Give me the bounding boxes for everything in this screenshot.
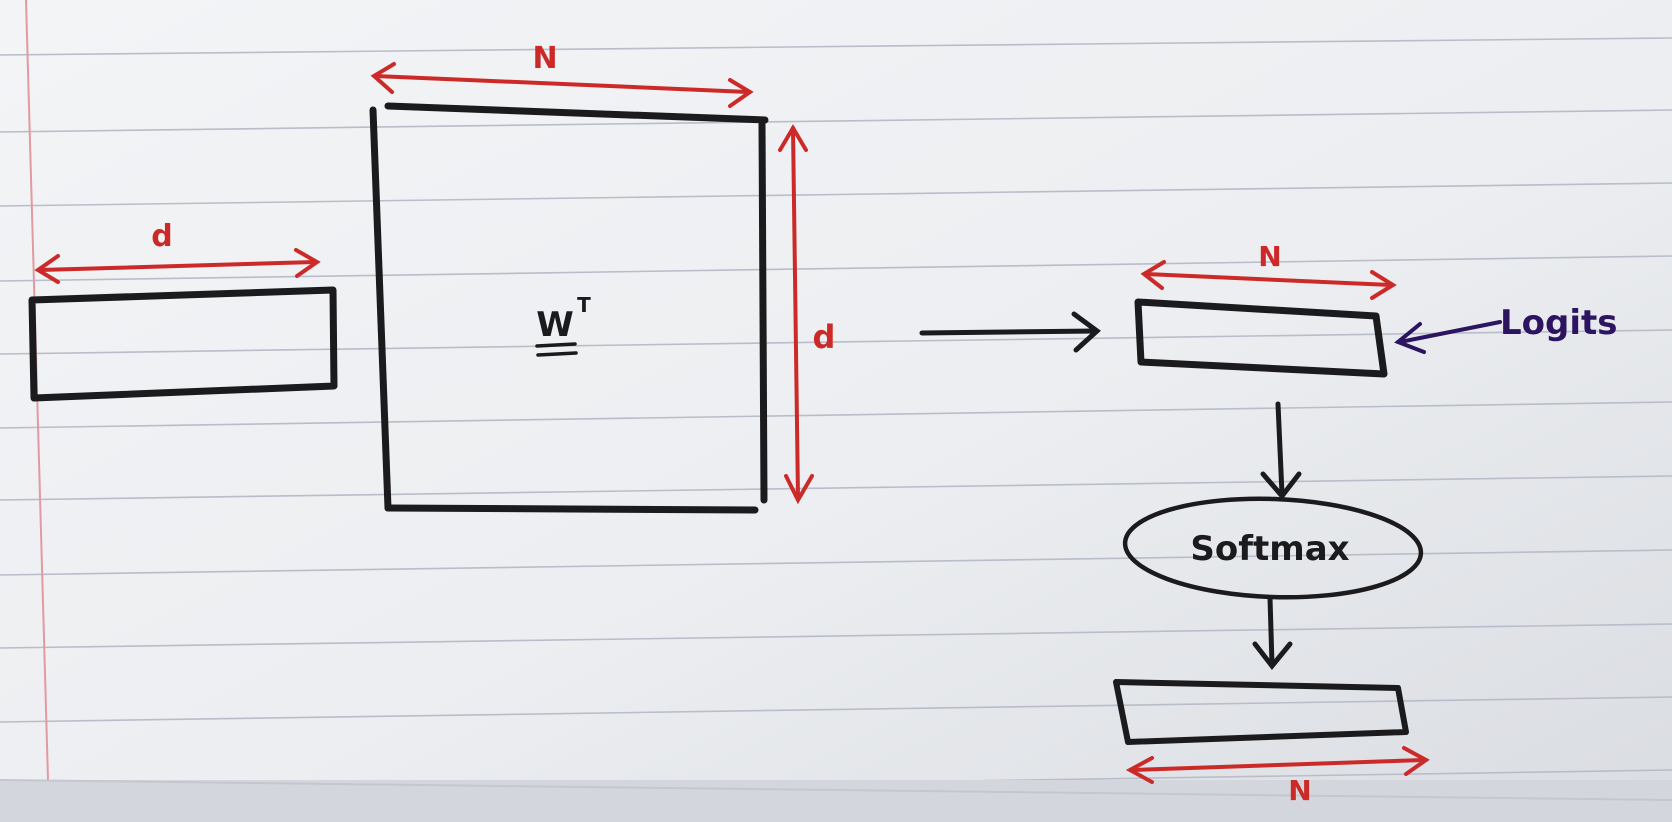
matrix-symbol-underline <box>535 342 578 357</box>
output-vector-width-arrow <box>1125 746 1430 784</box>
output-vector-box <box>1113 679 1409 745</box>
logits-pointer-arrow <box>1394 320 1502 354</box>
weight-matrix-box <box>369 102 769 514</box>
input-vector-box <box>28 286 338 402</box>
weight-matrix-width-arrow <box>370 62 754 108</box>
output-vector-dim-label: N <box>1288 774 1311 807</box>
input-vector-dim-label: d <box>151 219 172 254</box>
logits-vector: N <box>1134 240 1397 378</box>
to-logits-arrow <box>919 311 1101 353</box>
weight-matrix-width-label: N <box>532 41 557 76</box>
weight-matrix: N d W T <box>369 41 836 514</box>
to-softmax-arrow <box>1260 401 1302 500</box>
weight-matrix-symbol: W <box>536 305 574 345</box>
input-vector: d <box>28 219 338 402</box>
output-vector: N <box>1113 679 1430 807</box>
weight-matrix-height-label: d <box>813 318 836 356</box>
softmax-label: Softmax <box>1190 529 1349 569</box>
input-vector-width-arrow <box>34 248 321 284</box>
logits-vector-box <box>1134 298 1388 378</box>
paper-bottom-edge <box>0 780 1672 822</box>
softmax-node: Softmax <box>1122 496 1424 600</box>
weight-matrix-height-arrow <box>778 124 814 505</box>
logits-vector-width-arrow <box>1140 260 1397 300</box>
logits-annotation: Logits <box>1394 303 1618 354</box>
weight-matrix-superscript: T <box>577 293 591 317</box>
logits-annotation-label: Logits <box>1500 303 1618 343</box>
to-output-arrow <box>1252 595 1293 671</box>
logits-vector-dim-label: N <box>1258 240 1281 273</box>
